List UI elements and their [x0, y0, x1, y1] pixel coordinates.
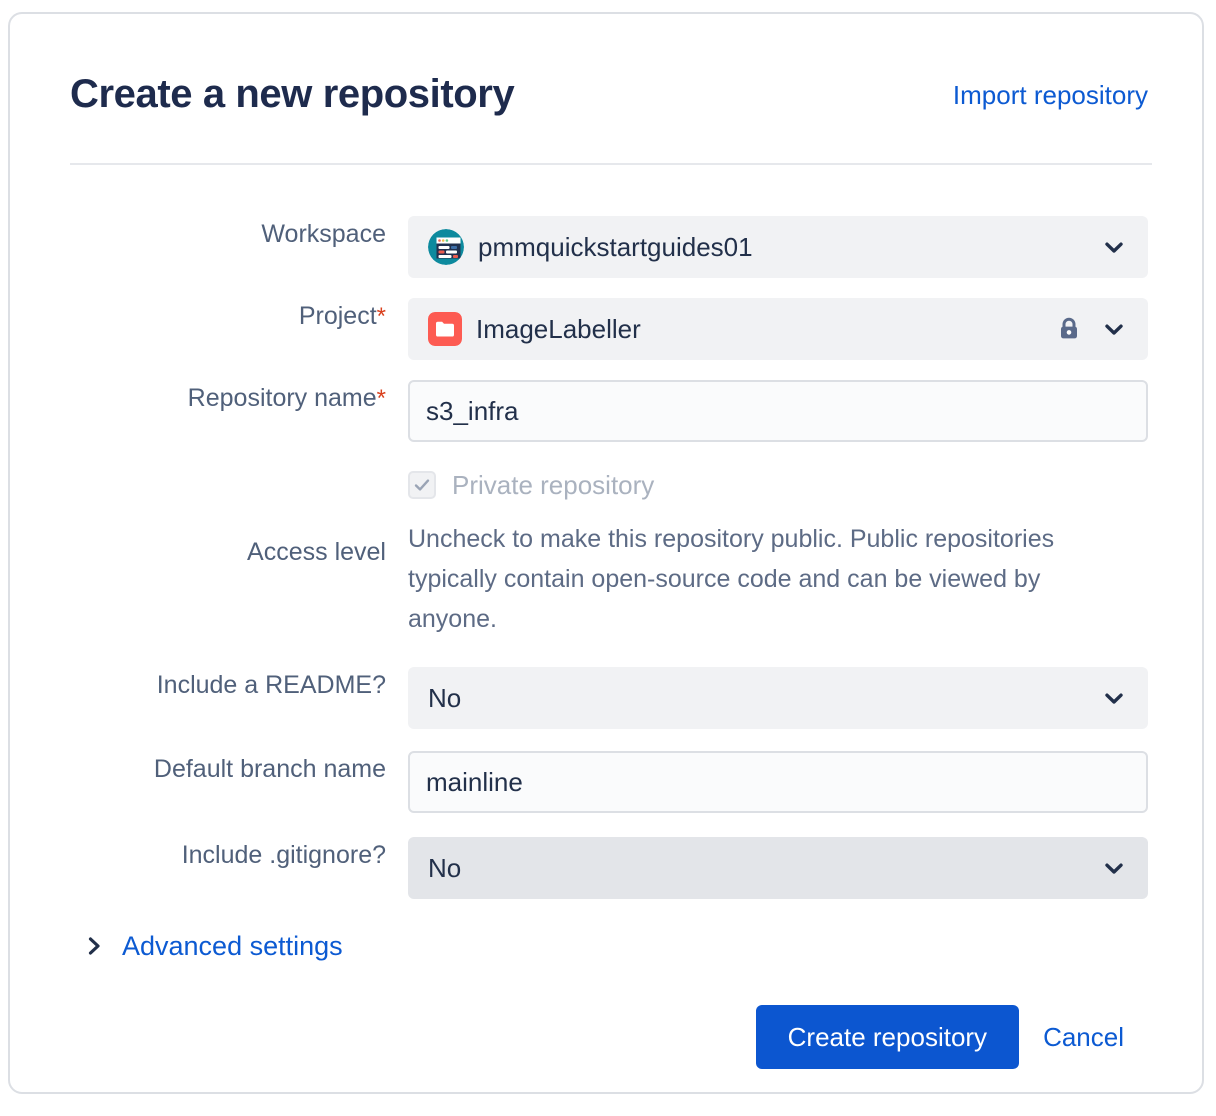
default-branch-value: mainline	[426, 767, 523, 797]
repository-name-row: Repository name* s3_infra	[70, 380, 1148, 442]
private-repository-label: Private repository	[452, 469, 655, 500]
chevron-down-icon[interactable]	[1102, 317, 1126, 341]
default-branch-field: mainline	[408, 751, 1148, 813]
gitignore-value: No	[428, 853, 462, 883]
readme-field: No	[408, 667, 1148, 729]
repository-form: Workspace	[70, 216, 1148, 1069]
repository-name-required-marker: *	[376, 385, 386, 412]
project-value: ImageLabeller	[476, 314, 641, 344]
chevron-down-icon[interactable]	[1102, 686, 1126, 710]
chevron-right-icon	[86, 934, 104, 958]
workspace-row: Workspace	[70, 216, 1148, 278]
readme-select[interactable]: No	[408, 667, 1148, 729]
spacer	[70, 729, 1148, 751]
default-branch-input[interactable]: mainline	[408, 751, 1148, 813]
spacer	[70, 813, 1148, 837]
project-avatar-icon	[428, 312, 462, 346]
workspace-label: Workspace	[261, 220, 386, 248]
access-level-help-text: Uncheck to make this repository public. …	[408, 525, 1055, 633]
cancel-button[interactable]: Cancel	[1025, 1005, 1142, 1069]
spacer	[70, 278, 1148, 298]
chevron-down-icon[interactable]	[1102, 235, 1126, 259]
default-branch-label: Default branch name	[153, 755, 386, 783]
repository-name-label-text: Repository name	[187, 384, 377, 412]
repository-name-value: s3_infra	[426, 396, 519, 426]
checkmark-icon	[414, 478, 430, 491]
advanced-settings-label: Advanced settings	[122, 931, 343, 961]
repository-name-field: s3_infra	[408, 380, 1148, 442]
private-repository-checkbox[interactable]	[408, 470, 436, 499]
access-level-label: Access level	[247, 538, 386, 566]
project-field: ImageLabeller	[408, 298, 1148, 360]
workspace-avatar-icon	[428, 229, 464, 265]
workspace-value: pmmquickstartguides01	[478, 232, 753, 262]
readme-value: No	[428, 683, 462, 713]
form-actions: Create repository Cancel	[70, 1005, 1148, 1069]
repository-name-input[interactable]: s3_infra	[408, 380, 1148, 442]
readme-row: Include a README? No	[70, 667, 1148, 729]
create-repository-button[interactable]: Create repository	[755, 1005, 1020, 1069]
project-required-marker: *	[376, 303, 386, 330]
workspace-select[interactable]: pmmquickstartguides01	[408, 216, 1148, 278]
project-label-text: Project	[298, 302, 377, 330]
project-row: Project* ImageLabeller	[70, 298, 1148, 360]
advanced-settings-toggle[interactable]: Advanced settings	[86, 929, 343, 963]
spacer	[70, 639, 1148, 667]
repository-name-label: Repository name*	[70, 380, 408, 417]
gitignore-row: Include .gitignore? No	[70, 837, 1148, 899]
page-title: Create a new repository	[70, 72, 515, 116]
default-branch-row: Default branch name mainline	[70, 751, 1148, 813]
card-content: Create a new repository Import repositor…	[70, 66, 1148, 142]
chevron-down-icon[interactable]	[1102, 856, 1126, 880]
readme-label: Include a README?	[156, 671, 386, 699]
import-repository-link[interactable]: Import repository	[952, 80, 1148, 110]
gitignore-select[interactable]: No	[408, 837, 1148, 899]
private-repository-checkbox-line[interactable]: Private repository	[408, 466, 1148, 503]
project-select[interactable]: ImageLabeller	[408, 298, 1148, 360]
access-level-row: Access level Private repository Uncheck …	[70, 466, 1148, 639]
create-repository-card: Create a new repository Import repositor…	[8, 12, 1204, 1094]
spacer	[70, 442, 1148, 466]
card-header: Create a new repository Import repositor…	[70, 66, 1148, 142]
project-label: Project*	[70, 298, 408, 335]
gitignore-field: No	[408, 837, 1148, 899]
spacer	[70, 360, 1148, 380]
access-level-field: Private repository Uncheck to make this …	[408, 466, 1148, 639]
gitignore-label: Include .gitignore?	[181, 841, 386, 869]
header-divider	[70, 163, 1152, 165]
lock-icon	[1054, 314, 1084, 344]
workspace-field: pmmquickstartguides01	[408, 216, 1148, 278]
